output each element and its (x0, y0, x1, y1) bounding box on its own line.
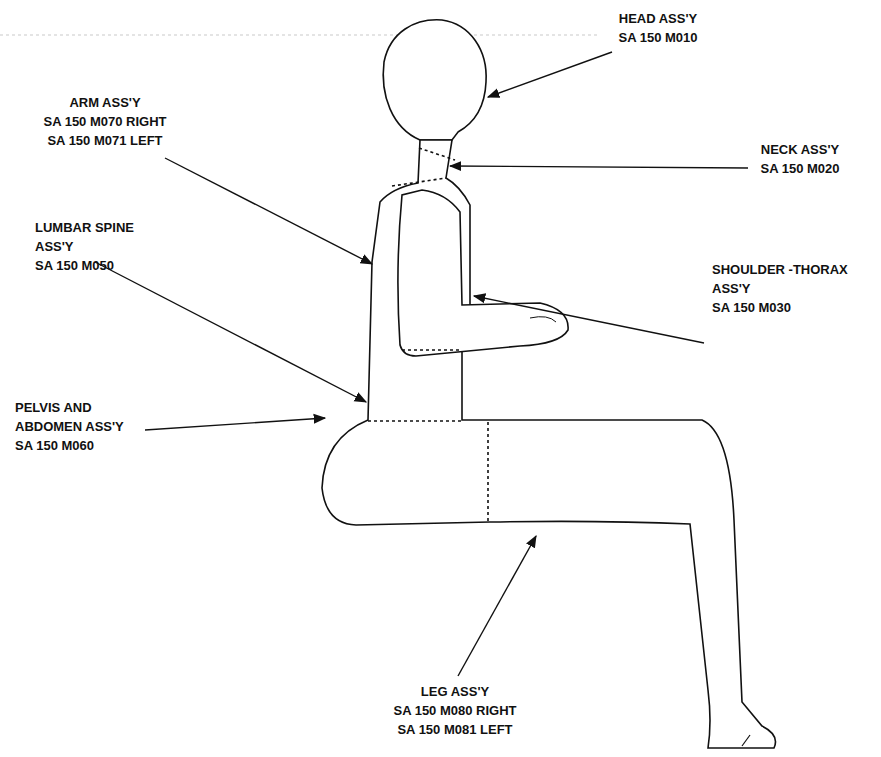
part-label: HEAD ASS'Y (619, 9, 697, 28)
arm-outline (398, 190, 568, 356)
thumb-line (530, 317, 556, 322)
part-label: LUMBAR SPINE ASS'Y (35, 218, 147, 256)
part-label: SA 150 M050 (35, 256, 114, 275)
part-label: LEG ASS'Y (421, 682, 489, 701)
body-outline (322, 140, 776, 748)
part-label: SA 150 M070 RIGHT (43, 112, 166, 131)
part-label: NECK ASS'Y (761, 140, 839, 159)
part-label: SA 150 M020 (760, 159, 839, 178)
part-label: SA 150 M060 (15, 436, 94, 455)
part-label: SA 150 M081 LEFT (397, 720, 512, 739)
scan-line (0, 35, 600, 36)
toe-line (742, 735, 750, 746)
part-label: ARM ASS'Y (69, 93, 140, 112)
part-label: SA 150 M071 LEFT (47, 131, 162, 150)
head-outline (383, 20, 486, 140)
part-label: PELVIS AND ABDOMEN ASS'Y (15, 398, 137, 436)
part-label: SA 150 M010 (618, 28, 697, 47)
part-label: SA 150 M080 RIGHT (393, 701, 516, 720)
segment-divisions (368, 148, 488, 522)
part-label: SA 150 M030 (712, 298, 791, 317)
part-label: SHOULDER -THORAX ASS'Y (712, 260, 862, 298)
leader-arrows (95, 52, 748, 676)
